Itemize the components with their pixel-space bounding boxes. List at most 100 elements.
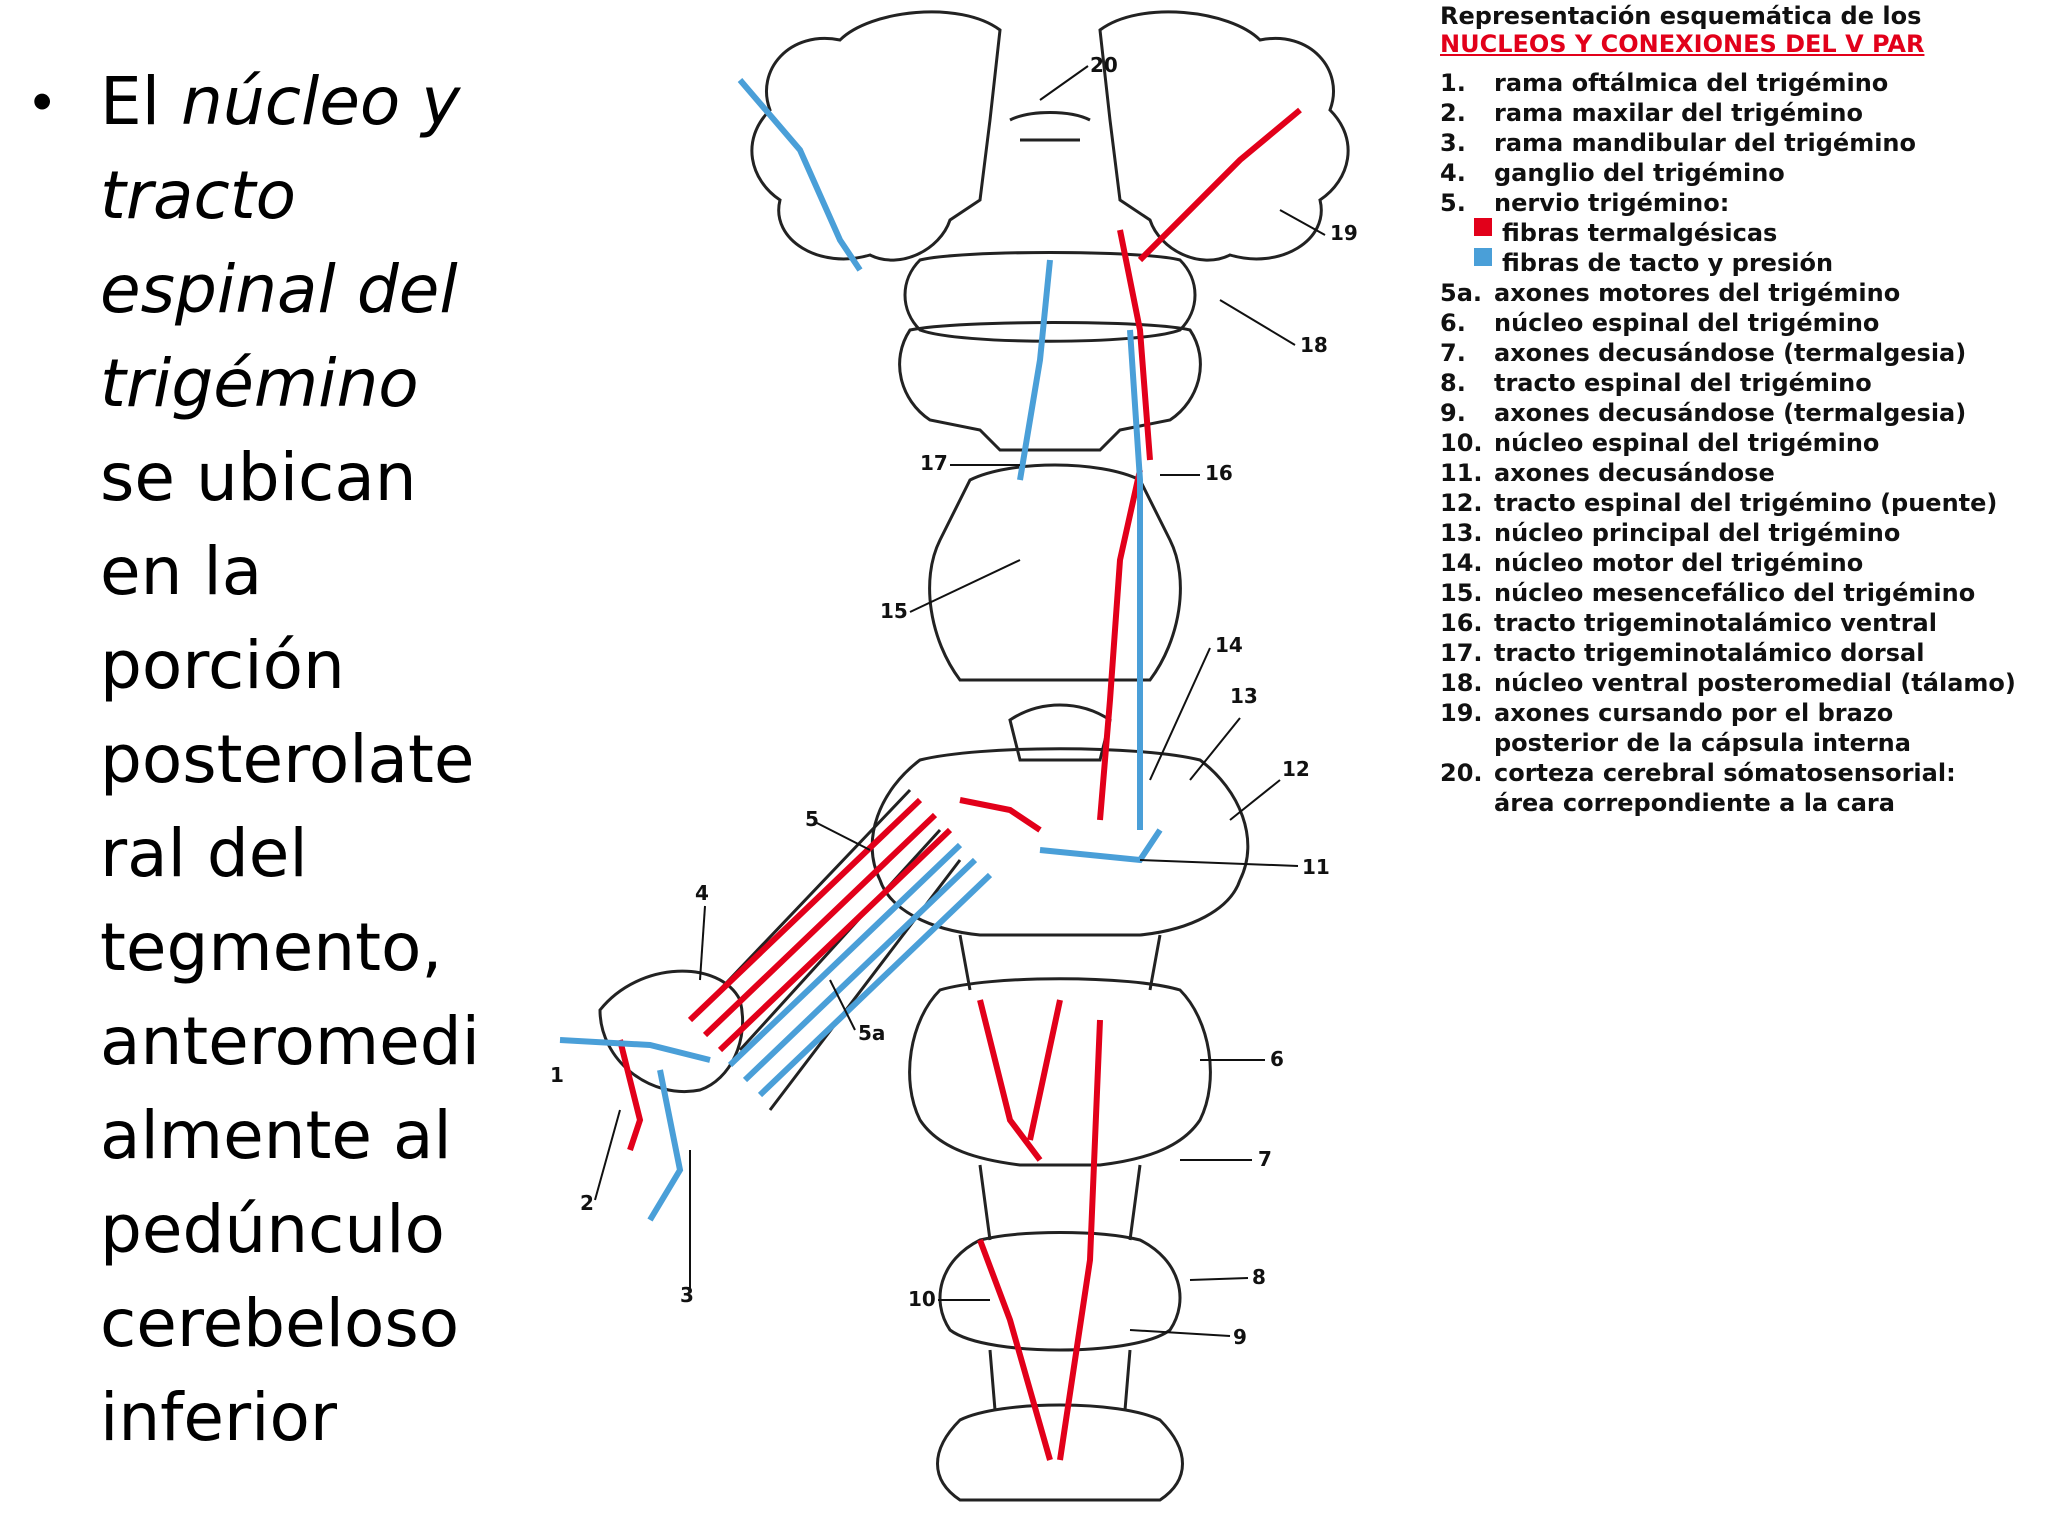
legend-item: 12. tracto espinal del trigémino (puente) bbox=[1440, 488, 2048, 518]
touch-pressure-fibers bbox=[559, 78, 1163, 1222]
bullet-line: en la bbox=[100, 525, 480, 619]
legend-item-text: núcleo principal del trigémino bbox=[1494, 519, 1901, 547]
bullet-line: cerebeloso bbox=[100, 1277, 480, 1371]
bullet-line-emphasis: trigémino bbox=[100, 345, 419, 422]
legend-item-text: axones decusándose (termalgesia) bbox=[1494, 399, 1967, 427]
legend-item: 13. núcleo principal del trigémino bbox=[1440, 518, 2048, 548]
legend-item-number bbox=[1440, 728, 1494, 758]
label-19: 19 bbox=[1330, 221, 1358, 245]
bullet-line-text: se ubican bbox=[100, 439, 417, 516]
right-hemisphere bbox=[1098, 10, 1350, 262]
legend-item: 11. axones decusándose bbox=[1440, 458, 2048, 488]
bullet-line-emphasis: núcleo y bbox=[181, 63, 461, 140]
legend-item-number: 14. bbox=[1440, 549, 1483, 577]
legend-item-text: tracto trigeminotalámico dorsal bbox=[1494, 639, 1925, 667]
bullet-line-text: inferior bbox=[100, 1379, 337, 1456]
legend-item-text: axones decusándose bbox=[1494, 459, 1775, 487]
legend-item: 5a.axones motores del trigémino bbox=[1440, 278, 2048, 308]
bullet-marker: • bbox=[32, 69, 53, 134]
label-leader-lines bbox=[594, 65, 1326, 1337]
legend-item-text: núcleo espinal del trigémino bbox=[1494, 429, 1880, 457]
legend-item-text: tracto espinal del trigémino (puente) bbox=[1494, 489, 1998, 517]
bullet-line: tracto bbox=[100, 149, 480, 243]
legend-item-text: corteza cerebral sómatosensorial: bbox=[1494, 759, 1956, 787]
bullet-line-text: anteromedi bbox=[100, 1003, 480, 1080]
legend-item-number: 8. bbox=[1440, 369, 1466, 397]
legend-item: posterior de la cápsula interna bbox=[1440, 728, 2048, 758]
legend-item-text: núcleo espinal del trigémino bbox=[1494, 309, 1880, 337]
legend-item: 16. tracto trigeminotalámico ventral bbox=[1440, 608, 2048, 638]
legend-item: área correpondiente a la cara bbox=[1440, 788, 2048, 818]
legend-item-number: 13. bbox=[1440, 519, 1483, 547]
bullet-line: tegmento, bbox=[100, 901, 480, 995]
bullet-line: ral del bbox=[100, 807, 480, 901]
label-16: 16 bbox=[1205, 461, 1233, 485]
label-10: 10 bbox=[908, 1287, 936, 1311]
legend-item-text: ganglio del trigémino bbox=[1494, 159, 1785, 187]
bullet-line-emphasis: espinal del bbox=[100, 251, 458, 328]
legend-item-text: posterior de la cápsula interna bbox=[1494, 729, 1911, 757]
bullet-line: inferior bbox=[100, 1371, 480, 1465]
legend-title: Representación esquemática de los bbox=[1440, 2, 1922, 30]
legend-item: 20.corteza cerebral sómatosensorial: bbox=[1440, 758, 2048, 788]
legend-item-text: axones decusándose (termalgesia) bbox=[1494, 339, 1967, 367]
fourth-ventricle bbox=[1008, 703, 1112, 762]
bullet-line-text: cerebeloso bbox=[100, 1285, 460, 1362]
legend-item-text: tracto trigeminotalámico ventral bbox=[1494, 609, 1937, 637]
label-2: 2 bbox=[580, 1191, 594, 1215]
left-hemisphere bbox=[750, 10, 1002, 262]
brainstem-outline bbox=[958, 934, 1162, 1411]
bullet-line-text: posterolate bbox=[100, 721, 475, 798]
legend-item: 14. núcleo motor del trigémino bbox=[1440, 548, 2048, 578]
label-18: 18 bbox=[1300, 333, 1328, 357]
legend-item-text: núcleo motor del trigémino bbox=[1494, 549, 1864, 577]
midbrain-lower-section bbox=[928, 463, 1182, 682]
diagram-labels: 20 19 18 17 16 15 14 13 12 11 5 4 5a 1 1… bbox=[550, 53, 1358, 1349]
legend-item-number: 7. bbox=[1440, 339, 1466, 367]
legend-item-number: 2. bbox=[1440, 99, 1466, 127]
bullet-line-text: porción bbox=[100, 627, 345, 704]
legend-item-text: tracto espinal del trigémino bbox=[1494, 369, 1872, 397]
legend-item-text: núcleo mesencefálico del trigémino bbox=[1494, 579, 1976, 607]
legend-panel: Representación esquemática de los NUCLEO… bbox=[1440, 2, 2048, 818]
bullet-line-emphasis: tracto bbox=[100, 157, 297, 234]
spinal-cord-section bbox=[936, 1403, 1184, 1502]
legend-item-number: 4. bbox=[1440, 159, 1466, 187]
label-9: 9 bbox=[1233, 1325, 1247, 1349]
legend-item: 1.rama oftálmica del trigémino bbox=[1440, 68, 2048, 98]
bullet-line: trigémino bbox=[100, 337, 480, 431]
label-17: 17 bbox=[920, 451, 948, 475]
legend-item-text: rama maxilar del trigémino bbox=[1494, 99, 1863, 127]
legend-item: 5.nervio trigémino: bbox=[1440, 188, 2048, 218]
legend-item-number: 1. bbox=[1440, 69, 1466, 97]
bullet-line: almente al bbox=[100, 1089, 480, 1183]
legend-item-number: 17. bbox=[1440, 639, 1483, 667]
legend-item-number: 16. bbox=[1440, 609, 1483, 637]
legend-item: 19.axones cursando por el brazo bbox=[1440, 698, 2048, 728]
bullet-line-text: almente al bbox=[100, 1097, 452, 1174]
legend-item-number: 18. bbox=[1440, 669, 1483, 697]
label-7: 7 bbox=[1258, 1147, 1272, 1171]
legend-item-text: rama mandibular del trigémino bbox=[1494, 129, 1917, 157]
legend-item: 17. tracto trigeminotalámico dorsal bbox=[1440, 638, 2048, 668]
label-12: 12 bbox=[1282, 757, 1310, 781]
label-3: 3 bbox=[680, 1283, 694, 1307]
legend-item: 9. axones decusándose (termalgesia) bbox=[1440, 398, 2048, 428]
legend-item-text: fibras termalgésicas bbox=[1502, 219, 1778, 247]
legend-item-number: 12. bbox=[1440, 489, 1483, 517]
legend-item-number: 11. bbox=[1440, 459, 1483, 487]
trigeminal-pathways-diagram: 20 19 18 17 16 15 14 13 12 11 5 4 5a 1 1… bbox=[550, 10, 1358, 1502]
legend-item-number: 6. bbox=[1440, 309, 1466, 337]
legend-item-text: área correpondiente a la cara bbox=[1494, 789, 1895, 817]
legend-item-number: 5a. bbox=[1440, 279, 1483, 307]
legend-item-text: fibras de tacto y presión bbox=[1502, 249, 1834, 277]
bullet-line-text: tegmento, bbox=[100, 909, 443, 986]
bullet-line: espinal del bbox=[100, 243, 480, 337]
bullet-line: pedúnculo bbox=[100, 1183, 480, 1277]
legend-item-number: 9. bbox=[1440, 399, 1466, 427]
legend-item-number: 15. bbox=[1440, 579, 1483, 607]
label-6: 6 bbox=[1270, 1047, 1284, 1071]
legend-item: 4. ganglio del trigémino bbox=[1440, 158, 2048, 188]
corpus-callosum bbox=[1009, 111, 1091, 142]
